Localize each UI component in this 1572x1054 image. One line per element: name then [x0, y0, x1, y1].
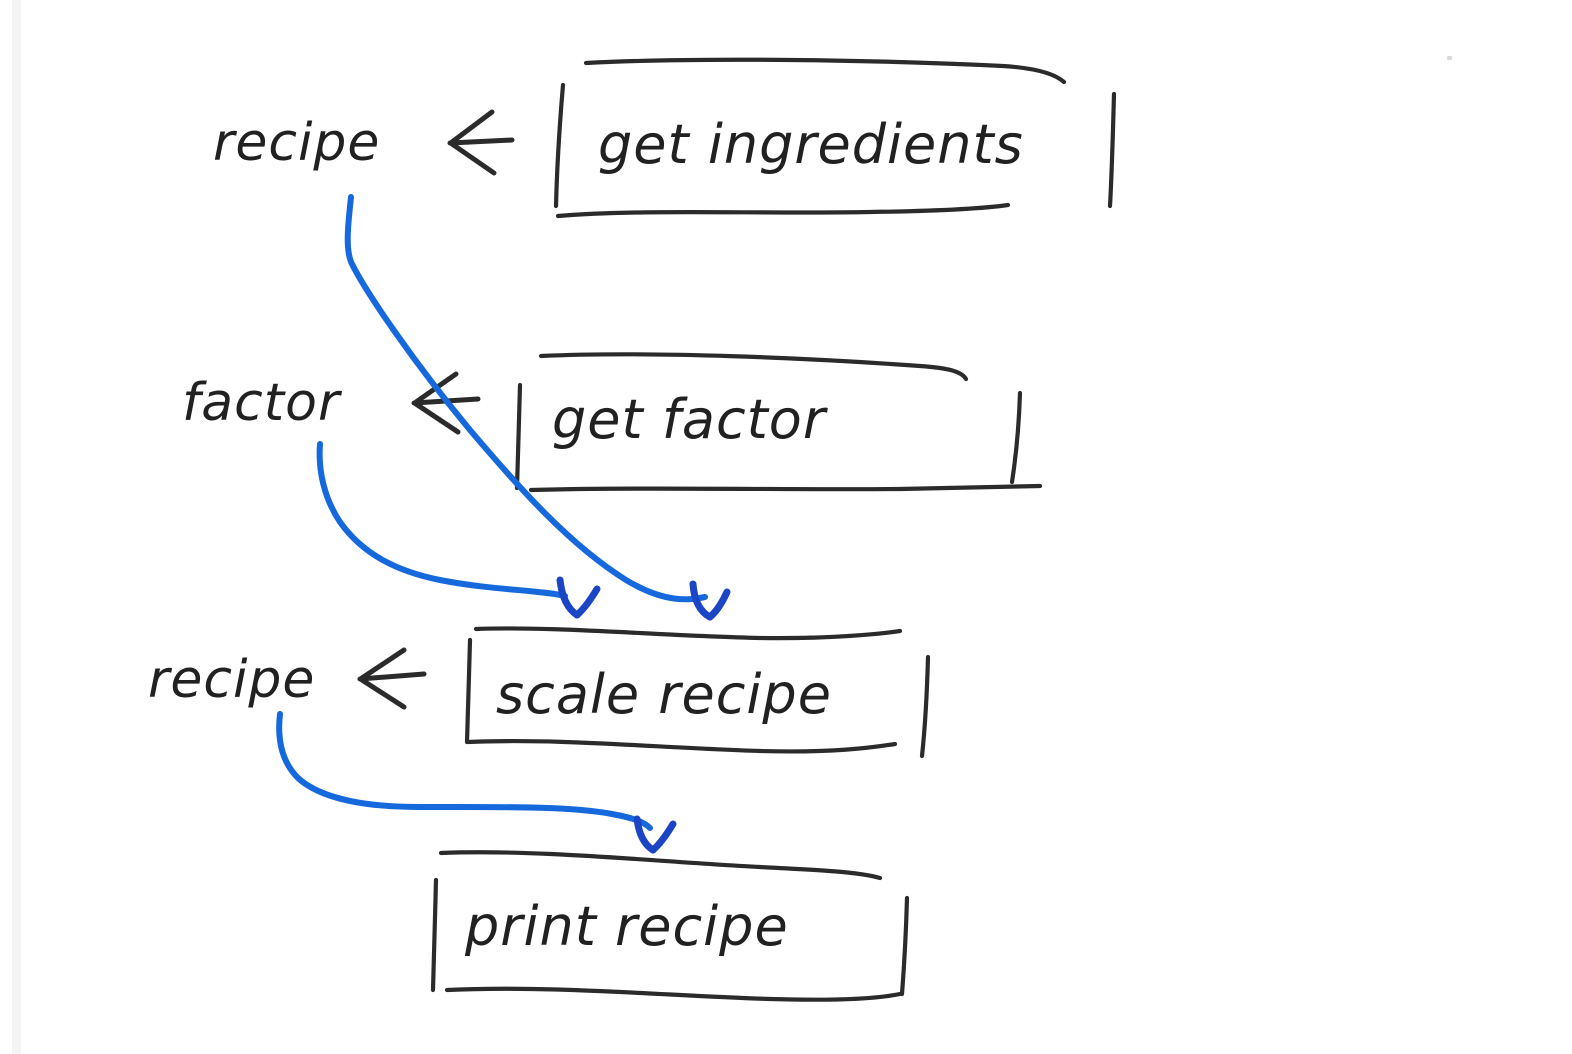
- flow-recipe-to-print: [276, 711, 677, 854]
- flow-recipe-to-scale: [344, 194, 731, 621]
- box-print-recipe: [430, 850, 910, 1002]
- step-get-factor[interactable]: factor get factor: [182, 352, 1043, 493]
- box-get-ingredients: [553, 57, 1117, 219]
- variable-label-factor: factor: [182, 373, 343, 433]
- box-scale-recipe: [464, 626, 931, 759]
- flow-factor-to-scale: [316, 441, 601, 619]
- step-print-recipe[interactable]: print recipe: [430, 850, 910, 1002]
- operation-label-get-ingredients: get ingredients: [598, 113, 1024, 176]
- variable-label-recipe-2: recipe: [148, 650, 315, 710]
- operation-label-get-factor: get factor: [552, 388, 828, 451]
- assign-arrow-icon-1: [447, 109, 515, 176]
- box-get-factor: [514, 352, 1043, 493]
- operation-label-print-recipe: print recipe: [464, 895, 789, 958]
- assign-arrow-icon-3: [357, 647, 427, 710]
- step-scale-recipe[interactable]: recipe scale recipe: [148, 626, 931, 759]
- step-get-ingredients[interactable]: recipe get ingredients: [213, 57, 1117, 219]
- variable-label-recipe-1: recipe: [213, 113, 380, 173]
- scan-artifact-streak: [12, 0, 21, 1054]
- operation-label-scale-recipe: scale recipe: [496, 663, 832, 726]
- scan-artifact-speck: [1447, 56, 1452, 60]
